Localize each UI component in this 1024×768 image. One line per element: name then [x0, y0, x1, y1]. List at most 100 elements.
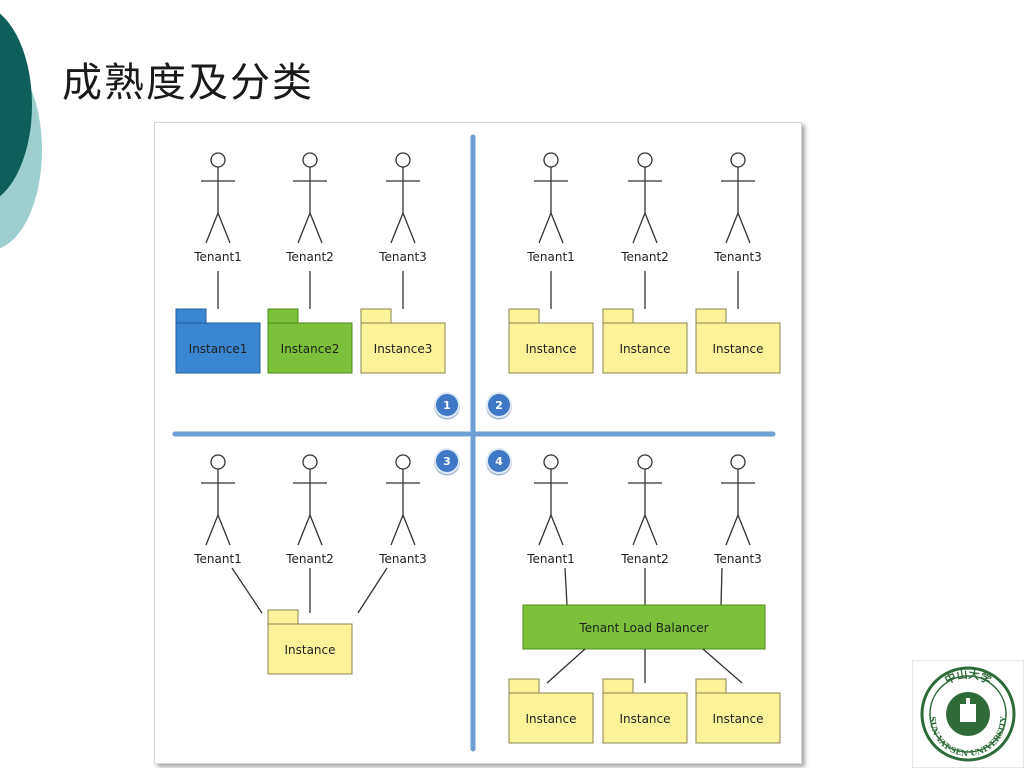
tenant-actor-icon [721, 454, 755, 546]
tenant-actor-icon [386, 454, 420, 546]
actor-head [395, 152, 411, 168]
quadrant-badge [486, 392, 512, 418]
tenant-actor-icon [201, 454, 235, 546]
instance-label: Instance3 [374, 342, 433, 356]
actor-left-leg [205, 514, 219, 546]
instance-package-tab [267, 609, 299, 625]
instance-package-tab [508, 308, 540, 324]
tenant-label: Tenant2 [285, 552, 334, 566]
actor-right-leg [550, 212, 564, 244]
actor-left-leg [632, 514, 646, 546]
tenant-label: Tenant1 [526, 552, 575, 566]
tenant-actor-icon [628, 454, 662, 546]
instance-label: Instance [619, 712, 670, 726]
instance-package-tab [360, 308, 392, 324]
tenant-label: Tenant2 [620, 552, 669, 566]
tenant-actor-icon [293, 152, 327, 244]
slide-decoration [0, 13, 42, 249]
decor-dark-arc [0, 13, 32, 197]
connector-line [720, 567, 723, 606]
actor-right-leg [402, 514, 416, 546]
instance-package-box [267, 623, 353, 675]
instance-label: Instance [525, 712, 576, 726]
actor-right-leg [644, 514, 658, 546]
tenant-label: Tenant3 [378, 250, 427, 264]
instance-label: Instance1 [189, 342, 248, 356]
instance-label: Instance [712, 342, 763, 356]
instance-package-tab [695, 308, 727, 324]
actor-left-leg [538, 514, 552, 546]
instance-package-tab [602, 308, 634, 324]
actor-left-leg [297, 514, 311, 546]
quadrant-badge-number: 4 [495, 455, 503, 468]
university-logo: 中山大学 SUN YAT-SEN UNIVERSITY [912, 660, 1024, 768]
tenant-label: Tenant3 [378, 552, 427, 566]
tenant-actor-icon [386, 152, 420, 244]
tenant-label: Tenant2 [285, 250, 334, 264]
instance-package-tab [175, 308, 207, 324]
actor-left-leg [390, 514, 404, 546]
actor-head [302, 454, 318, 470]
instance-package-box [360, 322, 446, 374]
tenant-label: Tenant3 [713, 552, 762, 566]
quadrant-badge [434, 448, 460, 474]
actor-head [302, 152, 318, 168]
actor-left-leg [297, 212, 311, 244]
actor-left-leg [725, 212, 739, 244]
instance-package-tab [602, 678, 634, 694]
actor-head [637, 454, 653, 470]
actor-head [730, 454, 746, 470]
actor-right-leg [550, 514, 564, 546]
connector-line [231, 567, 263, 614]
tenant-actor-icon [628, 152, 662, 244]
quadrant-badge-number: 2 [495, 399, 503, 412]
instance-package-tab [695, 678, 727, 694]
instance-package-box [695, 322, 781, 374]
actor-right-leg [309, 514, 323, 546]
quadrant-badge-number: 1 [443, 399, 451, 412]
instance-label: Instance2 [281, 342, 340, 356]
connector-line [546, 648, 586, 684]
instance-package-box [508, 692, 594, 744]
logo-building-icon [960, 704, 976, 722]
instance-package-box [267, 322, 353, 374]
instance-package-tab [267, 308, 299, 324]
tenant-actor-icon [721, 152, 755, 244]
connector-line [564, 567, 568, 606]
quadrant-badge [486, 448, 512, 474]
instance-label: Instance [712, 712, 763, 726]
connector-line [702, 648, 743, 684]
actor-left-leg [205, 212, 219, 244]
actor-left-leg [632, 212, 646, 244]
actor-right-leg [644, 212, 658, 244]
actor-head [210, 454, 226, 470]
tenant-label: Tenant2 [620, 250, 669, 264]
actor-right-leg [217, 212, 231, 244]
connector-line [357, 567, 388, 614]
quadrant-badge [434, 392, 460, 418]
instance-label: Instance [619, 342, 670, 356]
tenant-label: Tenant1 [526, 250, 575, 264]
tenant-label: Tenant1 [193, 250, 242, 264]
actor-head [730, 152, 746, 168]
actor-right-leg [737, 514, 751, 546]
actor-right-leg [737, 212, 751, 244]
slide-title: 成熟度及分类 [62, 60, 314, 106]
quadrant-badge-number: 3 [443, 455, 451, 468]
actor-right-leg [309, 212, 323, 244]
actor-right-leg [217, 514, 231, 546]
instance-package-box [508, 322, 594, 374]
tenant-label: Tenant3 [713, 250, 762, 264]
actor-right-leg [402, 212, 416, 244]
load-balancer-box [522, 604, 766, 650]
tenant-actor-icon [534, 454, 568, 546]
actor-head [543, 454, 559, 470]
actor-head [395, 454, 411, 470]
tenant-actor-icon [201, 152, 235, 244]
instance-label: Instance [284, 643, 335, 657]
logo-tower-icon [966, 698, 970, 706]
actor-head [543, 152, 559, 168]
instance-label: Instance [525, 342, 576, 356]
